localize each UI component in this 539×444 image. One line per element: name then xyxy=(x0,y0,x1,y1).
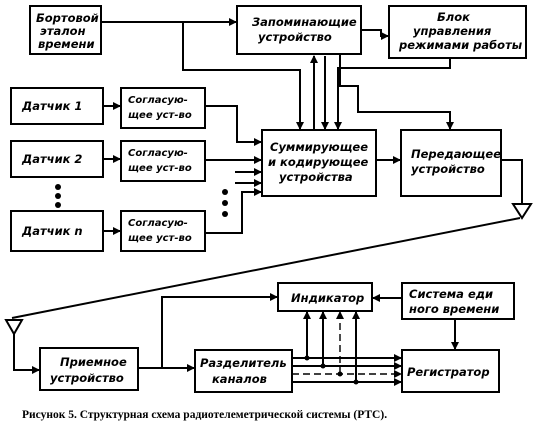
block-summing-coding-device: Суммирующее и кодирующее устройства xyxy=(261,129,377,197)
connections-lower xyxy=(13,293,459,386)
svg-text:щее уст-во: щее уст-во xyxy=(128,233,192,244)
svg-text:Датчик 1: Датчик 1 xyxy=(21,99,82,113)
block-sensor-1: Датчик 1 xyxy=(10,87,104,125)
svg-text:щее уст-во: щее уст-во xyxy=(128,110,192,121)
svg-text:Согласую-: Согласую- xyxy=(128,218,188,229)
block-onboard-time-reference: Бортовой эталон времени xyxy=(29,5,102,55)
svg-text:Регистратор: Регистратор xyxy=(407,365,490,379)
svg-text:Датчик 2: Датчик 2 xyxy=(21,152,82,166)
receive-antenna-icon xyxy=(4,319,24,337)
block-matching-device-1: Согласую- щее уст-во xyxy=(120,87,206,129)
svg-text:Суммирующее: Суммирующее xyxy=(270,140,368,154)
svg-text:управления: управления xyxy=(413,24,492,38)
svg-text:устройство: устройство xyxy=(411,162,485,176)
svg-text:ного времени: ного времени xyxy=(409,302,499,316)
svg-text:Бортовой: Бортовой xyxy=(36,11,99,25)
block-matching-device-2: Согласую- щее уст-во xyxy=(120,140,206,182)
block-memory-device: Запоминающие устройство xyxy=(236,5,362,55)
svg-text:каналов: каналов xyxy=(212,372,267,386)
svg-text:Блок: Блок xyxy=(437,10,471,24)
block-mode-control-unit: Блок управления режимами работы xyxy=(388,5,527,59)
svg-text:устройство: устройство xyxy=(50,371,124,385)
svg-text:устройства: устройства xyxy=(279,170,353,184)
svg-text:Система еди: Система еди xyxy=(409,287,493,301)
radio-link xyxy=(11,217,521,319)
svg-text:режимами работы: режимами работы xyxy=(398,38,523,52)
svg-text:Согласую-: Согласую- xyxy=(128,95,188,106)
svg-text:Согласую-: Согласую- xyxy=(128,148,188,159)
ellipsis-dots xyxy=(55,184,228,217)
block-sensor-n: Датчик n xyxy=(10,210,104,252)
svg-text:Запоминающие: Запоминающие xyxy=(252,15,357,29)
svg-text:Датчик n: Датчик n xyxy=(21,224,83,238)
svg-text:щее уст-во: щее уст-во xyxy=(128,163,192,174)
svg-text:Разделитель: Разделитель xyxy=(200,356,287,370)
block-unified-time-system: Система еди ного времени xyxy=(401,282,515,320)
connections-upper xyxy=(101,18,523,235)
svg-text:и кодирующее: и кодирующее xyxy=(268,155,369,169)
block-transmitter: Передающее устройство xyxy=(400,129,502,197)
svg-text:времени: времени xyxy=(38,37,95,51)
block-channel-separator: Разделитель каналов xyxy=(194,349,293,393)
block-sensor-2: Датчик 2 xyxy=(10,140,104,178)
block-indicator: Индикатор xyxy=(277,282,373,312)
svg-text:Передающее: Передающее xyxy=(411,147,501,161)
svg-text:эталон: эталон xyxy=(40,24,86,38)
block-recorder: Регистратор xyxy=(401,349,500,393)
svg-text:Индикатор: Индикатор xyxy=(291,291,364,305)
block-receiver: Приемное устройство xyxy=(39,347,139,391)
svg-text:Приемное: Приемное xyxy=(60,355,127,369)
block-matching-device-n: Согласую- щее уст-во xyxy=(120,210,206,252)
transmit-antenna-icon xyxy=(511,203,533,220)
figure-caption: Рисунок 5. Структурная схема радиотелеме… xyxy=(22,409,387,421)
svg-text:устройство: устройство xyxy=(258,30,332,44)
